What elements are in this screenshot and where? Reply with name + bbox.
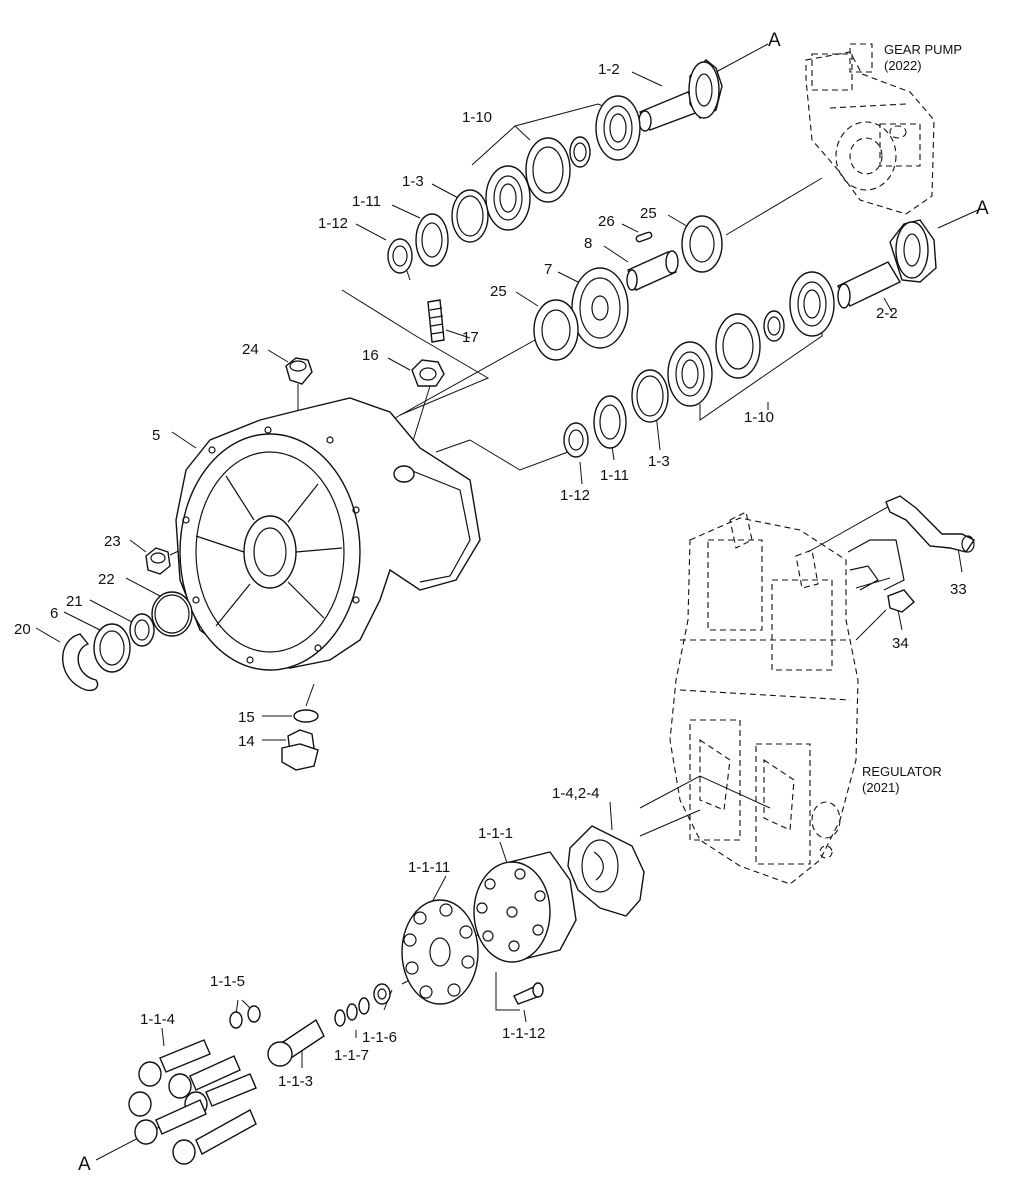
marker-a-bottom: A	[78, 1154, 91, 1175]
callout-1-1-1: 1-1-1	[478, 825, 513, 842]
callout-33: 33	[950, 581, 967, 598]
callout-6: 6	[50, 605, 58, 622]
callout-1-12-top: 1-12	[318, 215, 348, 232]
callout-14: 14	[238, 733, 255, 750]
seal-6	[93, 623, 131, 673]
callout-1-1-6: 1-1-6	[362, 1029, 397, 1046]
callout-21: 21	[66, 593, 83, 610]
shim-1-3-right	[631, 369, 669, 423]
cylinder-1-1-1	[473, 851, 577, 963]
bearing-1-10-right-b	[667, 341, 713, 407]
callout-1-1-5: 1-1-5	[210, 973, 245, 990]
regulator-code: (2021)	[862, 780, 900, 795]
seal-1-12-right	[563, 422, 589, 458]
bolt-1-1-12	[513, 982, 544, 1005]
oring-15	[293, 709, 319, 723]
oring-22	[151, 591, 193, 637]
fitting-34	[847, 539, 915, 613]
plug-24	[285, 357, 313, 385]
callout-1-1-7: 1-1-7	[334, 1047, 369, 1064]
callout-25-top: 25	[640, 205, 657, 222]
bearing-25-mid	[533, 299, 579, 361]
snap-ring-20	[62, 633, 99, 692]
spacers-1-1-7	[334, 997, 370, 1027]
callout-1-2: 1-2	[598, 61, 620, 78]
callout-1-11-top: 1-11	[352, 193, 381, 210]
bearing-1-10-top-b	[485, 165, 531, 231]
callout-26: 26	[598, 213, 615, 230]
valve-plate-1-4-2-4	[567, 825, 645, 917]
ball-guide-1-1-3	[267, 1018, 325, 1067]
callout-1-1-3: 1-1-3	[278, 1073, 313, 1090]
fitting-33	[885, 495, 976, 553]
plug-14	[281, 729, 319, 771]
collar-21	[129, 613, 155, 647]
shim-1-3-top	[451, 189, 489, 243]
bearing-1-11-right	[593, 395, 627, 449]
callout-1-1-11: 1-1-11	[408, 859, 450, 876]
shoes-1-1-5	[229, 1005, 261, 1029]
callout-22: 22	[98, 571, 115, 588]
callout-15: 15	[238, 709, 255, 726]
callout-2-2: 2-2	[876, 305, 898, 322]
bearing-1-10-right-a	[789, 271, 835, 337]
regulator-2021	[669, 511, 859, 885]
bearing-25-top	[681, 215, 723, 273]
callout-7: 7	[544, 261, 552, 278]
callout-1-3-bot: 1-3	[648, 453, 670, 470]
marker-a-top: A	[768, 30, 781, 51]
callout-17: 17	[462, 329, 479, 346]
callout-25-mid: 25	[490, 283, 507, 300]
bearing-cup-top	[525, 137, 571, 203]
stud-17	[427, 299, 445, 343]
shaft-1-2	[638, 59, 723, 132]
callout-8: 8	[584, 235, 592, 252]
bearing-cup-right	[715, 313, 761, 379]
housing-5	[175, 397, 481, 671]
plug-23	[145, 547, 171, 575]
ring-top	[569, 136, 591, 168]
bearing-1-10-top-a	[595, 95, 641, 161]
leader-lines	[35, 43, 979, 1161]
gear-pump-code: (2022)	[884, 58, 922, 73]
callout-24: 24	[242, 341, 259, 358]
callout-16: 16	[362, 347, 379, 364]
callout-1-3-top: 1-3	[402, 173, 424, 190]
seal-1-12-top	[387, 238, 413, 274]
callout-labels: 1-2 1-10 1-3 1-11 1-12 26 25 8 7 25 17 1…	[14, 30, 989, 1175]
callout-1-1-4: 1-1-4	[140, 1011, 175, 1028]
shaft-2-2	[837, 219, 937, 309]
callout-5: 5	[152, 427, 160, 444]
callout-1-11-bot: 1-11	[600, 467, 629, 484]
callout-23: 23	[104, 533, 121, 550]
shaft-8	[626, 231, 679, 291]
gear-7	[571, 267, 629, 349]
retainer-plate-1-1-11	[401, 899, 479, 1005]
callout-1-10-top: 1-10	[462, 109, 492, 126]
callout-20: 20	[14, 621, 31, 638]
callout-1-1-12: 1-1-12	[502, 1025, 545, 1042]
bushing-1-1-6	[373, 983, 391, 1005]
regulator-name: REGULATOR	[862, 764, 942, 779]
bearing-1-11-top	[415, 213, 449, 267]
ring-right	[763, 310, 785, 342]
marker-a-right: A	[976, 198, 989, 219]
callout-1-4-2-4: 1-4,2-4	[552, 785, 600, 802]
callout-1-10-bot: 1-10	[744, 409, 774, 426]
callout-34: 34	[892, 635, 909, 652]
gear-pump-name: GEAR PUMP	[884, 42, 962, 57]
pistons-1-1-4	[128, 1039, 257, 1165]
nut-16	[411, 359, 445, 387]
gear-pump-2022	[805, 43, 935, 215]
callout-1-12-bot: 1-12	[560, 487, 590, 504]
